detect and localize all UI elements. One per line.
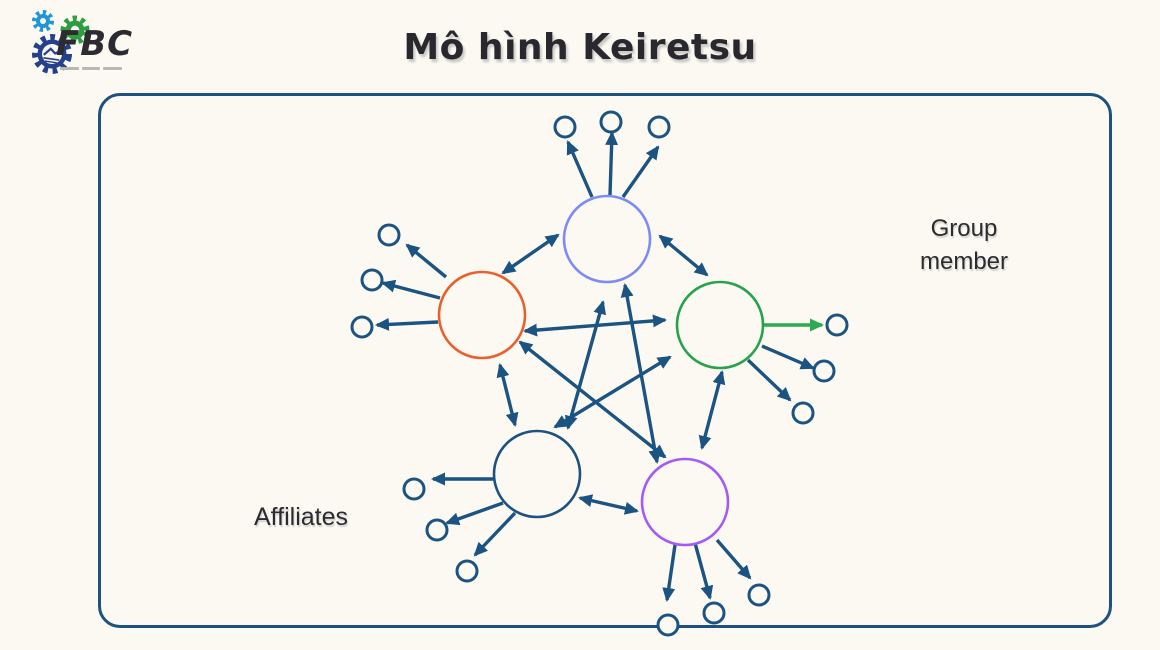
edge-arrow <box>381 279 441 300</box>
edge-double-arrow <box>578 494 639 515</box>
satellite-node <box>360 268 384 292</box>
edge-arrow <box>405 243 448 279</box>
edge-arrow <box>662 544 677 602</box>
page-title: Mô hình Keiretsu <box>403 27 757 68</box>
diagram-frame <box>98 93 1112 628</box>
edge-arrow <box>375 317 439 331</box>
edge-double-arrow <box>698 370 726 450</box>
edge-double-arrow <box>553 355 672 429</box>
satellite-node <box>402 477 426 501</box>
satellite-node <box>350 315 374 339</box>
edge-arrow <box>605 131 619 196</box>
edge-arrow <box>746 358 792 402</box>
satellite-node <box>812 359 836 383</box>
hub-node-blue <box>562 194 652 284</box>
satellite-node <box>455 559 479 583</box>
edge-double-arrow <box>658 234 709 277</box>
logo-tagline <box>60 67 123 70</box>
satellite-node <box>647 115 671 139</box>
satellite-node <box>702 601 726 625</box>
satellite-node <box>553 115 577 139</box>
satellite-node <box>377 223 401 247</box>
satellite-node <box>791 401 815 425</box>
satellite-node <box>425 518 449 542</box>
edge-arrow <box>445 501 504 526</box>
logo: FBC <box>12 4 212 84</box>
edge-double-arrow <box>523 314 667 337</box>
hub-node-purple <box>640 457 730 547</box>
edge-arrow <box>566 140 594 198</box>
edge-arrow <box>473 511 517 557</box>
edge-double-arrow <box>501 233 560 275</box>
satellite-node <box>825 313 849 337</box>
hub-node-navy <box>492 429 582 519</box>
satellite-node <box>656 613 680 637</box>
edge-arrow <box>621 145 660 198</box>
hub-node-orange <box>437 270 527 360</box>
logo-text: FBC <box>56 24 134 64</box>
edge-arrow <box>761 344 815 370</box>
satellite-node <box>599 110 623 134</box>
edge-arrow <box>715 538 752 580</box>
edge-double-arrow <box>496 363 519 427</box>
hub-node-green <box>675 280 765 370</box>
label-affiliates: Affiliates <box>254 503 349 531</box>
logo-gears-icon <box>32 10 90 74</box>
label-group-member: Group member <box>919 215 1009 275</box>
satellite-node <box>747 583 771 607</box>
edge-arrow <box>693 542 714 600</box>
